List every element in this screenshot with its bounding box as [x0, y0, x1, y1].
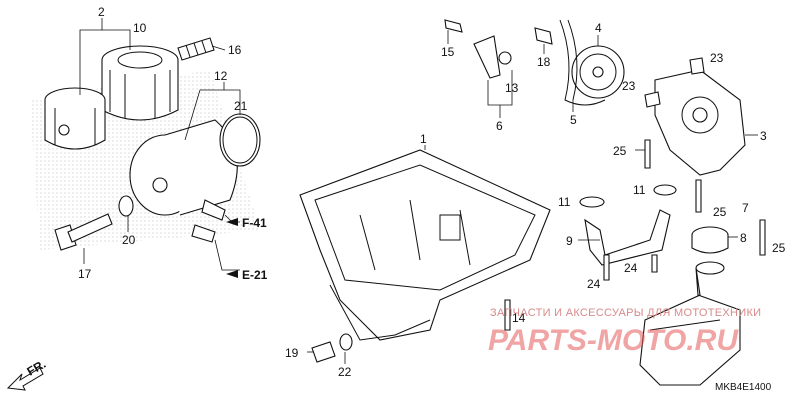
stud-bolt [177, 37, 215, 61]
callout-3: 3 [760, 129, 767, 143]
bolt-25-c [759, 219, 766, 256]
callout-2: 2 [98, 5, 105, 19]
callout-16: 16 [228, 43, 242, 57]
callout-21: 21 [234, 99, 248, 113]
bolt-17 [54, 213, 113, 251]
callout-1: 1 [420, 132, 427, 146]
callout-22: 22 [338, 365, 352, 379]
ref-f41-label: F-41 [242, 216, 267, 230]
bracket [444, 19, 512, 79]
filter-cap [44, 87, 106, 150]
callout-12: 12 [214, 69, 228, 83]
bolt-25-b [695, 179, 702, 213]
watermark-brand: PARTS-MOTO.RU [488, 324, 739, 357]
callout-14: 14 [512, 311, 526, 325]
callout-17: 17 [78, 267, 92, 281]
bolt-24-a [603, 254, 610, 281]
callout-25c: 25 [772, 241, 786, 255]
o-ring [219, 113, 261, 167]
bolt-14 [504, 299, 511, 331]
callout-11a: 11 [558, 195, 571, 209]
sealing-washer-20 [118, 195, 134, 217]
oil-strainer [639, 261, 741, 386]
callout-25b: 25 [713, 205, 727, 219]
ref-f41[interactable]: F-41 [226, 216, 267, 230]
callout-20: 20 [122, 233, 136, 247]
callout-25a: 25 [613, 144, 627, 158]
oil-pump [644, 57, 746, 176]
callout-8: 8 [740, 231, 747, 245]
callout-23b: 23 [622, 79, 636, 93]
callout-4: 4 [595, 21, 602, 35]
cam-chain-sprocket [534, 19, 625, 106]
callout-13: 13 [505, 81, 519, 95]
callout-24a: 24 [587, 277, 601, 291]
callout-6: 6 [496, 119, 503, 133]
callout-11b: 11 [633, 183, 646, 197]
callout-19: 19 [285, 346, 299, 360]
callout-24b: 24 [624, 261, 638, 275]
callout-18: 18 [537, 55, 551, 69]
callout-5: 5 [570, 113, 577, 127]
leader-lines [79, 18, 758, 364]
oil-cooler [129, 119, 238, 243]
bolt-25-a [644, 139, 651, 169]
callout-15: 15 [441, 45, 455, 59]
oil-pan [299, 149, 551, 341]
diagram-code: MKB4E1400 [715, 382, 772, 393]
callout-23a: 23 [710, 51, 724, 65]
callout-7: 7 [742, 201, 749, 215]
ref-e21[interactable]: E-21 [226, 268, 268, 282]
bolt-24-b [651, 254, 658, 273]
seal-8 [691, 226, 729, 254]
front-direction-icon: FR. [6, 357, 48, 391]
oil-filter [101, 45, 179, 121]
drain-bolt [311, 333, 353, 363]
callout-9: 9 [566, 234, 573, 248]
callout-10: 10 [133, 21, 147, 35]
ref-e21-label: E-21 [242, 268, 268, 282]
watermark-tagline: ЗАПЧАСТИ И АКСЕССУАРЫ ДЛЯ МОТОТЕХНИКИ [490, 307, 761, 319]
oil-pipe [579, 184, 677, 266]
